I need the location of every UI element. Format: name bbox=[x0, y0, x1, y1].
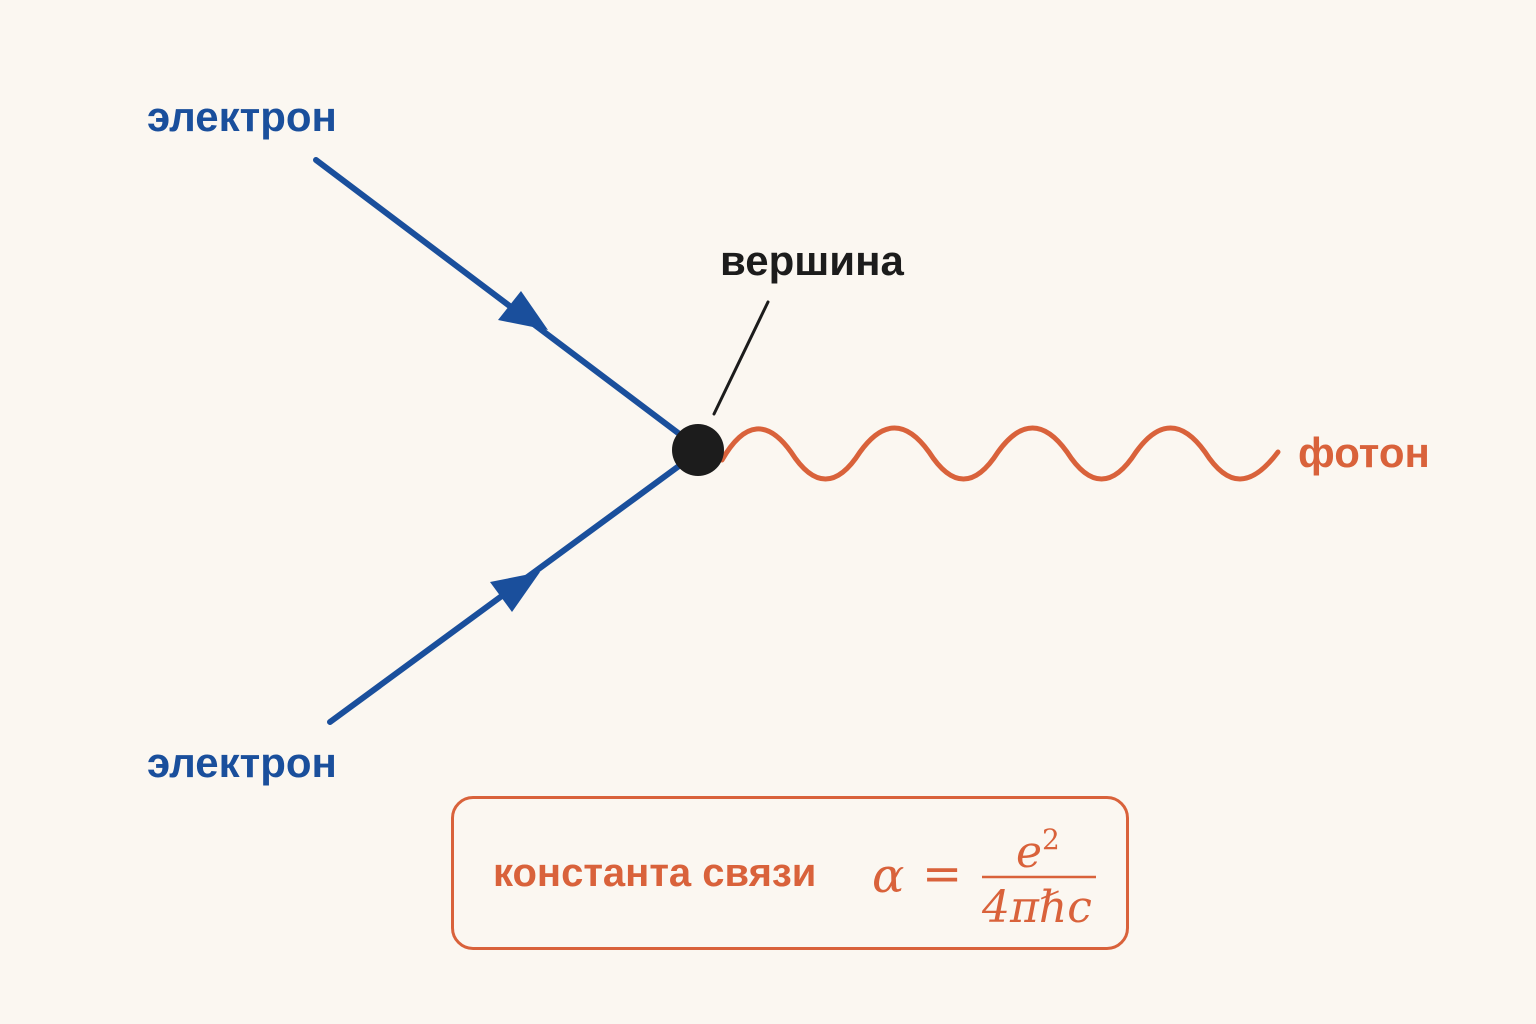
coupling-constant-box bbox=[451, 796, 1129, 950]
vertex-label: вершина bbox=[720, 237, 904, 284]
alpha-symbol: α bbox=[872, 848, 905, 904]
electron-arrow-bottom bbox=[490, 572, 540, 612]
electron-arrow-top bbox=[498, 291, 548, 330]
coupling-constant-label: константа связи bbox=[493, 851, 817, 895]
vertex-dot bbox=[672, 424, 724, 476]
equals-sign: = bbox=[922, 846, 963, 902]
vertex-leader-line bbox=[712, 300, 770, 416]
electron-line-top bbox=[313, 157, 701, 451]
electron-bottom-label: электрон bbox=[147, 739, 337, 786]
photon-wave bbox=[719, 425, 1281, 482]
numerator-base: e bbox=[1016, 827, 1043, 878]
photon-label: фотон bbox=[1298, 429, 1430, 476]
fraction-numerator: e2 bbox=[1016, 826, 1060, 875]
numerator-exponent: 2 bbox=[1042, 823, 1060, 856]
electron-top-label: электрон bbox=[147, 93, 337, 140]
fraction-denominator: 4πℏc bbox=[982, 882, 1092, 933]
